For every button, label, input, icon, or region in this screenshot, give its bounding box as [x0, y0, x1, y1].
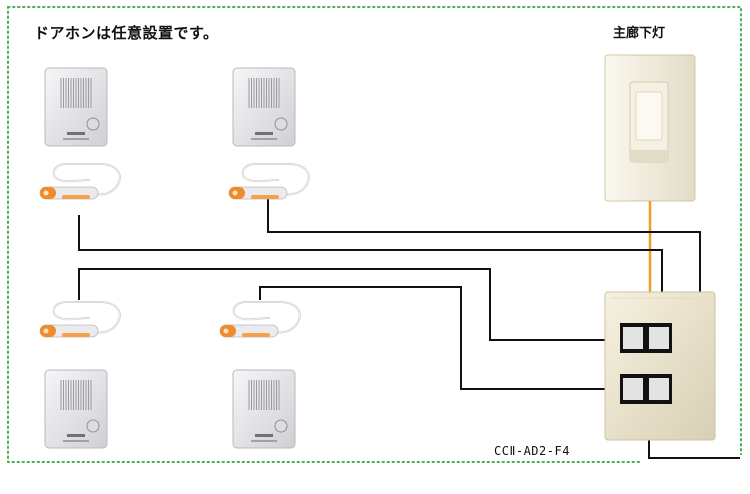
dotted-border-gap	[640, 455, 744, 465]
door-phone-4	[232, 369, 296, 449]
door-phone-1	[44, 67, 108, 147]
nurse-call-handset-4	[219, 301, 301, 338]
dotted-border	[7, 6, 742, 463]
door-phone-3	[44, 369, 108, 449]
terminal-blocks	[620, 323, 672, 404]
terminal-panel	[604, 291, 716, 441]
door-phone-2	[232, 67, 296, 147]
model-number-label: CCⅡ-AD2-F4	[494, 444, 570, 458]
nurse-call-handset-2	[228, 163, 310, 200]
optional-installation-note: ドアホンは任意設置です。	[34, 24, 219, 42]
corridor-light-label: 主廊下灯	[613, 26, 666, 41]
nurse-call-handset-1	[39, 163, 121, 200]
corridor-light-switch	[604, 54, 696, 202]
nurse-call-handset-3	[39, 301, 121, 338]
